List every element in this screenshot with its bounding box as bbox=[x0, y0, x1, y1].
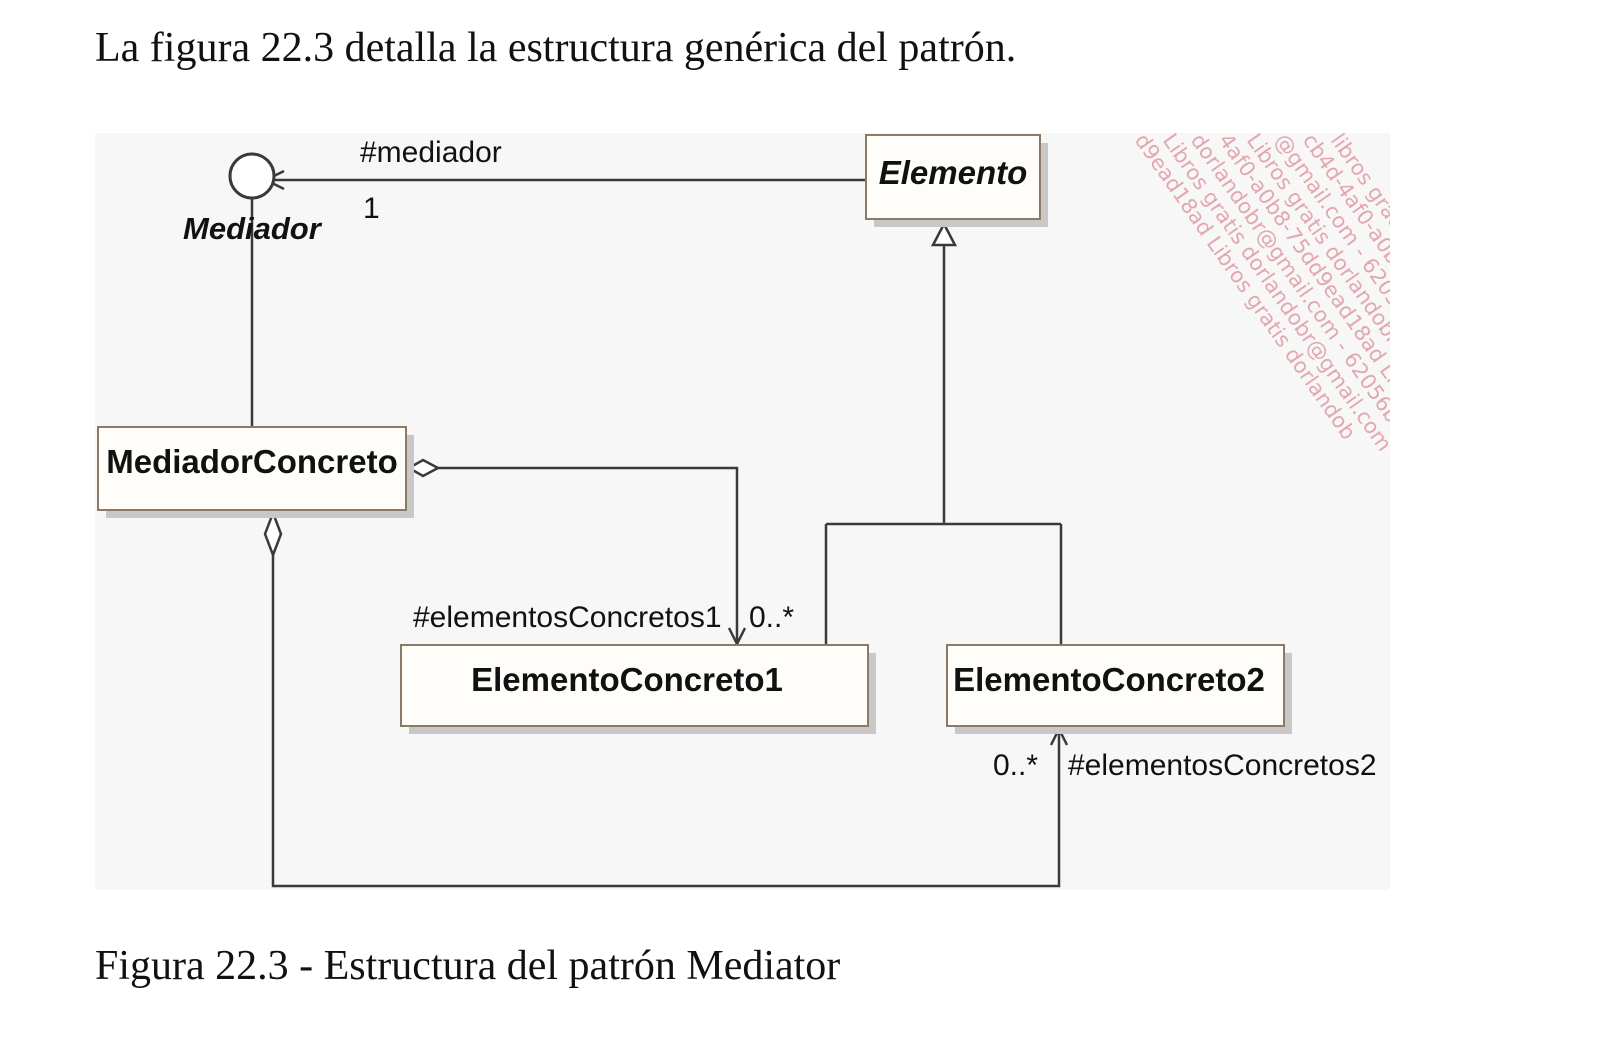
elemento-concreto2-name: ElementoConcreto2 bbox=[953, 661, 1265, 698]
figure-caption: Figura 22.3 - Estructura del patrón Medi… bbox=[95, 943, 841, 989]
aggregation2-line bbox=[271, 555, 1061, 888]
mediador-role-label: #mediador bbox=[360, 136, 502, 169]
mediador-concreto-name: MediadorConcreto bbox=[106, 443, 398, 480]
aggregation1-line bbox=[438, 466, 739, 644]
elemento-concreto2-box bbox=[946, 644, 1285, 727]
elemento-concreto1-box bbox=[400, 644, 869, 727]
mediador-interface-label: Mediador bbox=[183, 211, 323, 246]
elemento-class-box bbox=[865, 134, 1041, 220]
generalization-triangle bbox=[930, 221, 958, 247]
intro-paragraph: La figura 22.3 detalla la estructura gen… bbox=[95, 25, 1017, 71]
aggregation1-diamond bbox=[406, 458, 441, 478]
elementos-concretos1-role-label: #elementosConcretos1 bbox=[413, 601, 722, 634]
elemento-class-name: Elemento bbox=[879, 154, 1028, 191]
mediador-multiplicity-label: 1 bbox=[363, 192, 380, 225]
elementos-concretos2-role-label: #elementosConcretos2 bbox=[1068, 749, 1377, 782]
mediador-concreto-box bbox=[97, 426, 407, 511]
mediador-interface-icon bbox=[228, 152, 276, 200]
elemento-concreto1-name: ElementoConcreto1 bbox=[471, 661, 783, 698]
elementos-concretos1-multiplicity-label: 0..* bbox=[749, 601, 794, 634]
aggregation2-diamond bbox=[263, 509, 283, 559]
elementos-concretos2-multiplicity-label: 0..* bbox=[993, 749, 1038, 782]
